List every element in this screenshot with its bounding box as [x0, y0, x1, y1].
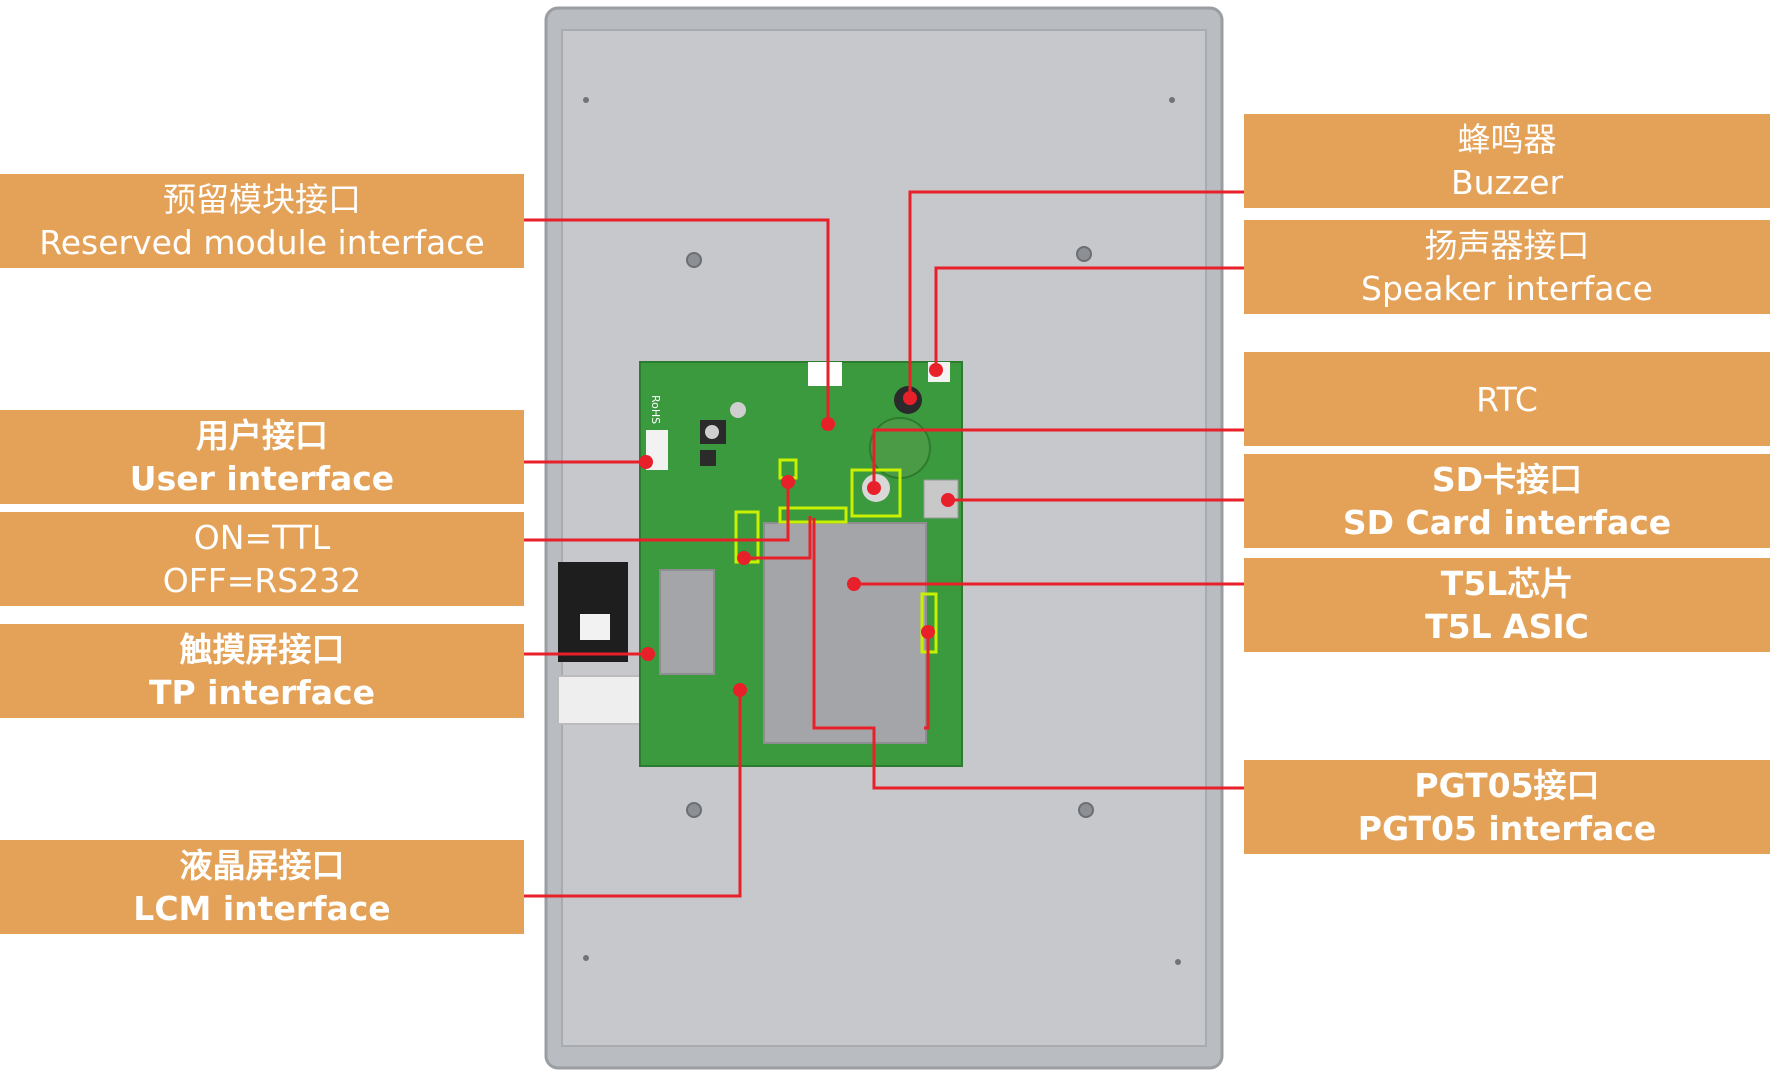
qr-sticker	[580, 614, 610, 640]
label-speaker-interface-zh: 扬声器接口	[1424, 226, 1590, 265]
label-sd-card-en: SD Card interface	[1342, 503, 1672, 542]
label-user-interface-zh: 用户接口	[196, 416, 328, 455]
label-on-off: ON=TTL OFF=RS232	[0, 512, 524, 606]
label-tp-interface-zh: 触摸屏接口	[179, 630, 345, 669]
label-speaker-interface-en: Speaker interface	[1361, 269, 1653, 308]
label-lcm-interface: 液晶屏接口 LCM interface	[0, 840, 524, 934]
label-lcm-interface-zh: 液晶屏接口	[179, 846, 345, 885]
screw-holes	[583, 97, 1181, 965]
label-pgt05-zh: PGT05接口	[1414, 766, 1600, 805]
standoffs	[686, 246, 1094, 818]
label-sd-card: SD卡接口 SD Card interface	[1244, 454, 1770, 548]
leader-reserved-module	[524, 218, 830, 424]
label-buzzer-zh: 蜂鸣器	[1457, 120, 1557, 159]
label-t5l: T5L芯片 T5L ASIC	[1244, 558, 1770, 652]
label-pgt05: PGT05接口 PGT05 interface	[1244, 760, 1770, 854]
leader-speaker	[934, 266, 1244, 370]
leader-lines	[524, 190, 1244, 898]
label-user-interface-en: User interface	[129, 459, 395, 498]
pcb-components	[646, 362, 959, 519]
label-rtc-en: RTC	[1476, 379, 1538, 419]
label-buzzer-en: Buzzer	[1450, 163, 1564, 202]
label-tp-interface: 触摸屏接口 TP interface	[0, 624, 524, 718]
leader-on-off-2	[744, 516, 812, 560]
leader-dots	[639, 363, 955, 697]
label-buzzer: 蜂鸣器 Buzzer	[1244, 114, 1770, 208]
leader-buzzer	[908, 190, 1244, 398]
label-sd-card-zh: SD卡接口	[1431, 460, 1583, 499]
label-user-interface: 用户接口 User interface	[0, 410, 524, 504]
label-speaker-interface: 扬声器接口 Speaker interface	[1244, 220, 1770, 314]
label-lcm-interface-en: LCM interface	[133, 889, 391, 928]
leader-pgt05-2	[924, 632, 930, 730]
label-reserved-module: 预留模块接口 Reserved module interface	[0, 174, 524, 268]
leader-lcm-interface	[524, 690, 742, 898]
tp-shield-can	[659, 569, 715, 675]
label-off-rs232: OFF=RS232	[162, 561, 362, 600]
label-tp-interface-en: TP interface	[149, 673, 375, 712]
leader-pgt05	[812, 518, 1244, 790]
label-on-ttl: ON=TTL	[193, 518, 331, 557]
label-pgt05-en: PGT05 interface	[1357, 809, 1657, 848]
rohs-marking: RoHS	[649, 395, 662, 424]
t5l-shield-can	[763, 522, 927, 744]
leader-rtc	[872, 428, 1244, 488]
label-reserved-module-en: Reserved module interface	[39, 223, 485, 262]
label-t5l-en: T5L ASIC	[1425, 607, 1589, 646]
label-reserved-module-zh: 预留模块接口	[163, 180, 361, 219]
tp-flex-cable	[558, 562, 628, 662]
label-rtc: RTC	[1244, 352, 1770, 446]
leader-on-off	[524, 482, 790, 542]
label-t5l-zh: T5L芯片	[1440, 564, 1574, 603]
